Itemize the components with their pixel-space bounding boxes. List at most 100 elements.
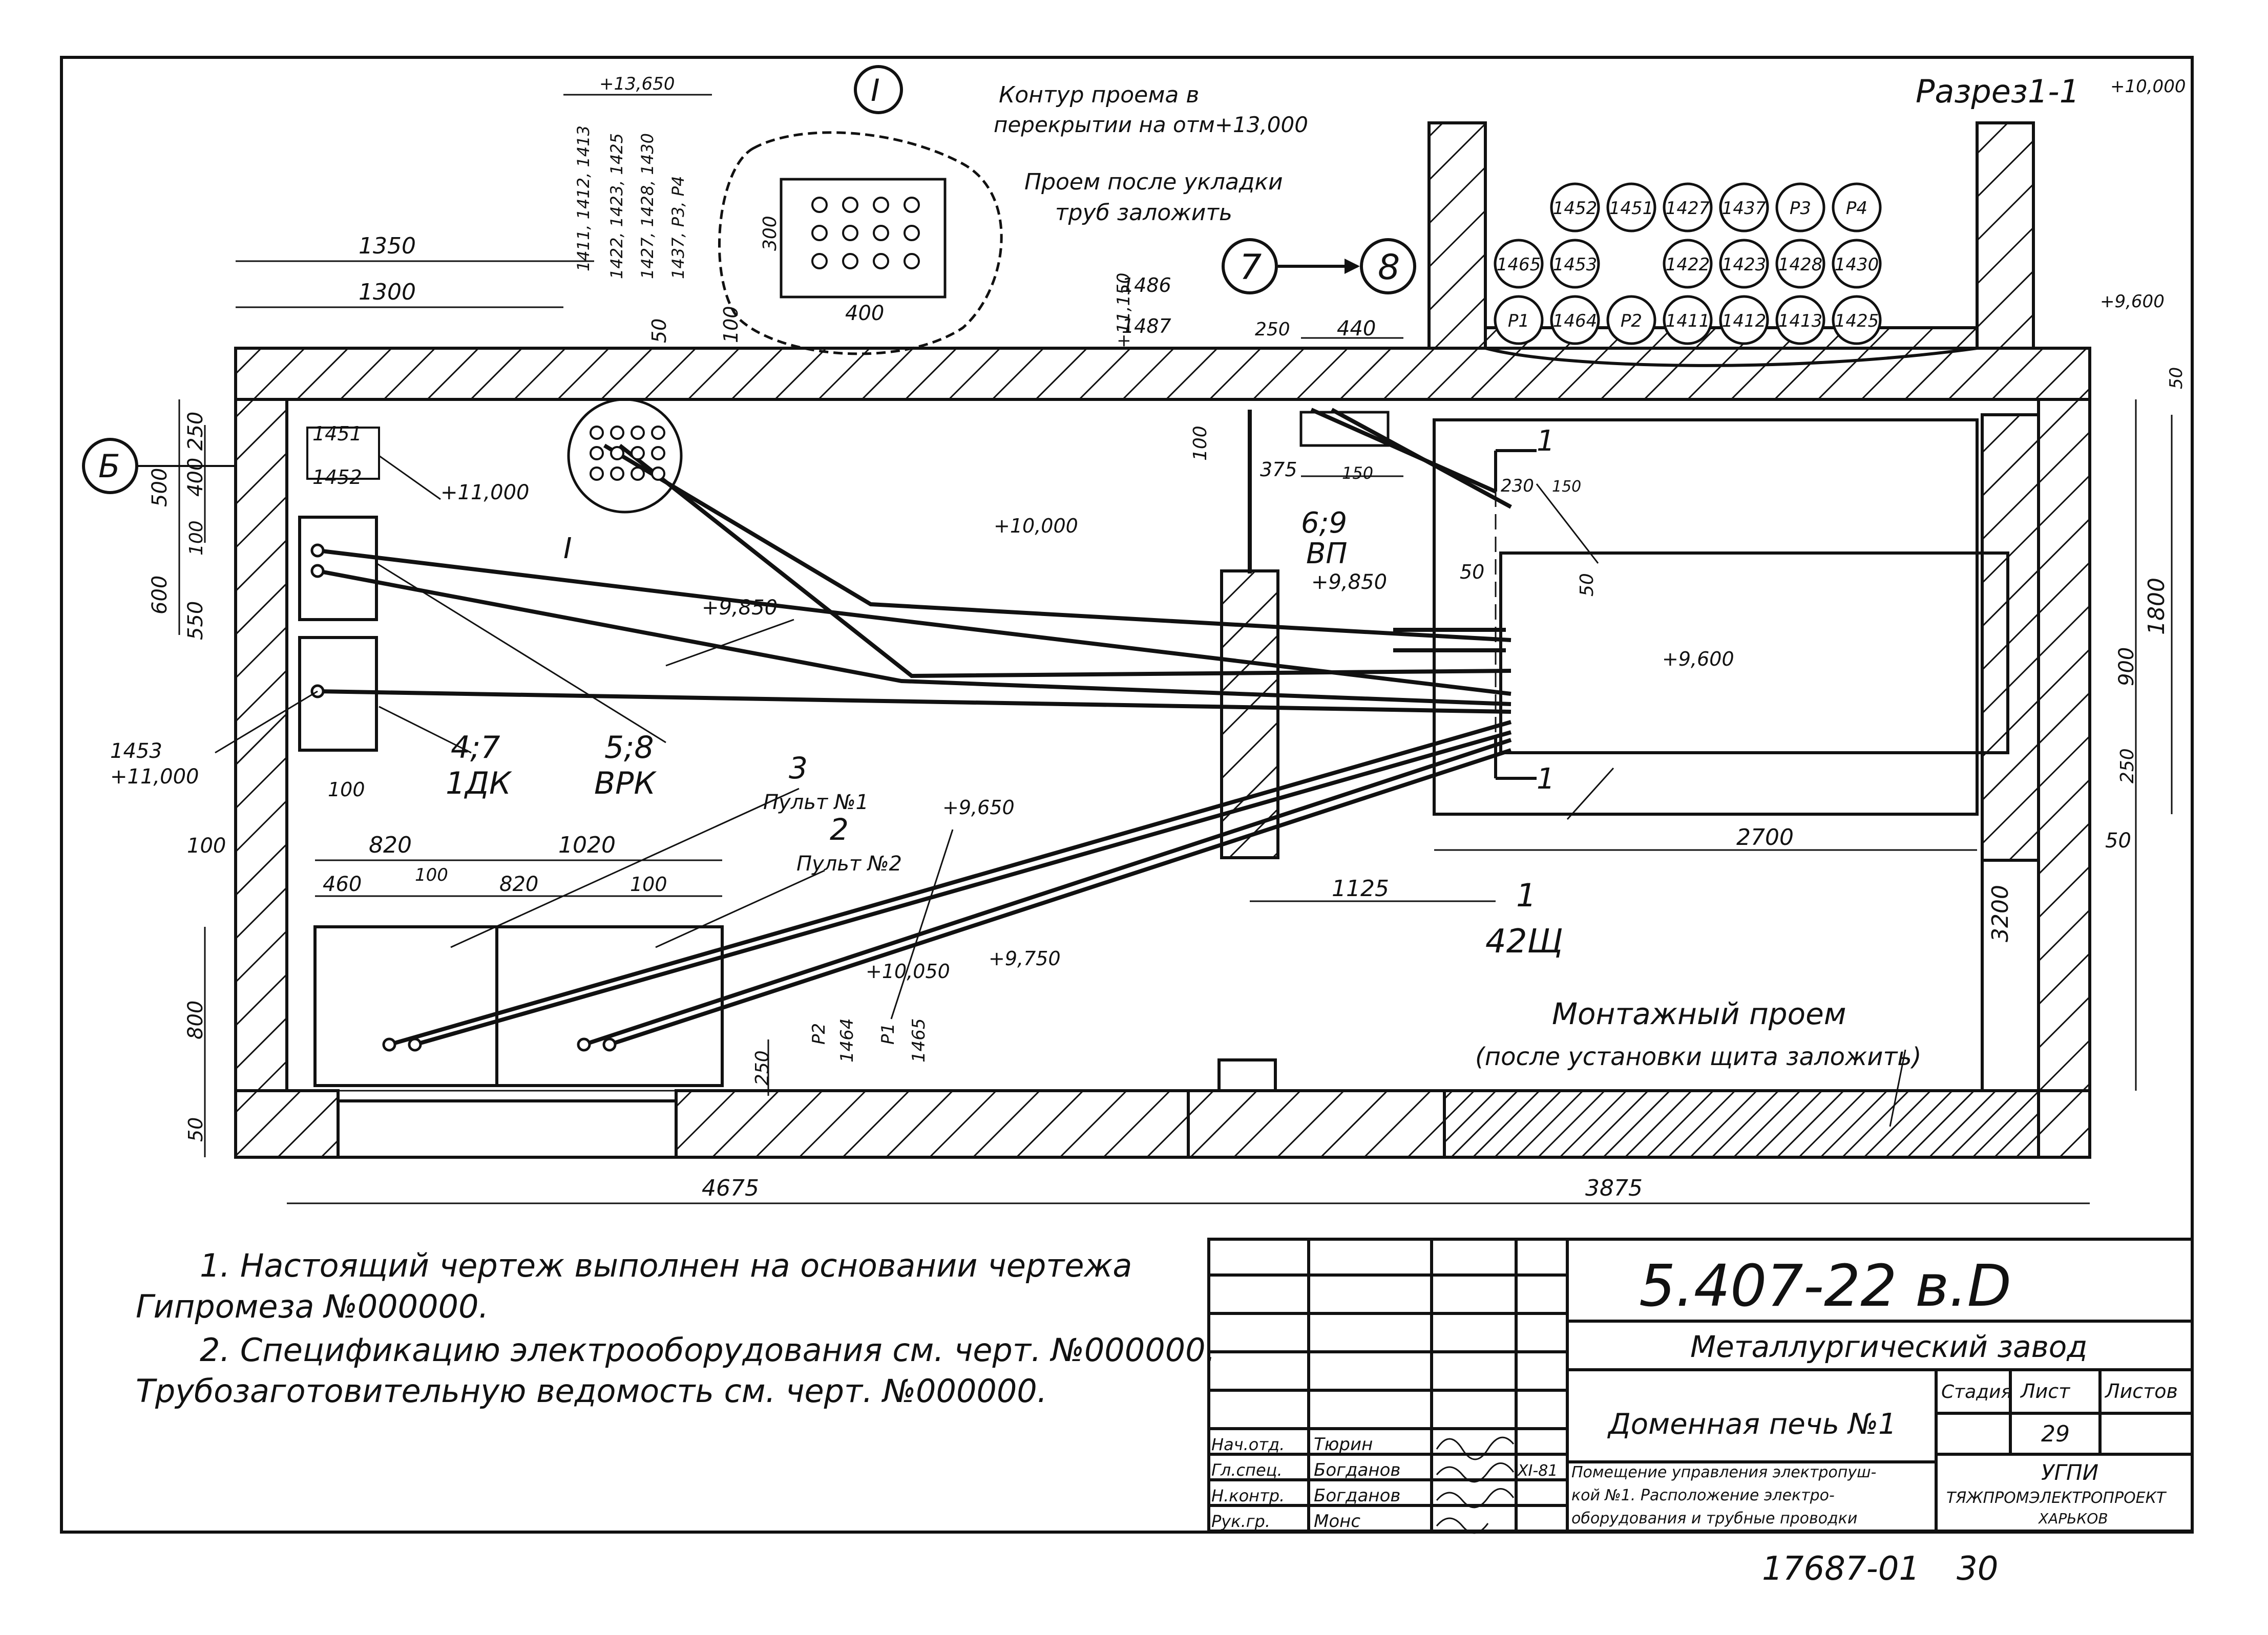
dim-1800: 1800 — [2144, 578, 2170, 635]
desc-line-1: Помещение управления электропуш- — [1571, 1463, 1876, 1481]
pipe-label-1451: 1451 — [312, 422, 362, 445]
section-bubble — [1550, 182, 1600, 232]
elev-9600-room: +9,600 — [1662, 648, 1734, 670]
page-number: 30 — [1957, 1550, 1998, 1588]
dim-4675: 4675 — [702, 1175, 759, 1201]
dim-230: 230 — [1501, 476, 1534, 496]
elev-9650: +9,650 — [942, 796, 1015, 819]
callout-8 — [1360, 238, 1416, 294]
elev-11000-a: +11,000 — [440, 481, 529, 504]
dim-300-detail: 300 — [760, 216, 781, 251]
dim-900: 900 — [2115, 647, 2138, 686]
equipment-vrk: ВРК — [594, 766, 657, 801]
stage-header: Стадия — [1941, 1382, 2012, 1403]
equipment-1: 1 — [1516, 877, 1536, 914]
dim-1350: 1350 — [359, 233, 416, 259]
dimension-lines — [178, 94, 2173, 1204]
elev-11150: +11,150 — [1114, 273, 1134, 348]
panel-42sch-inner — [1499, 551, 2009, 754]
section-bubble-label: 1452 — [1553, 198, 1598, 219]
section-bubble-label: 1413 — [1778, 311, 1823, 331]
cabinet-vrk — [298, 516, 378, 621]
detail-marker-plan: I — [563, 532, 572, 565]
elev-10000-room: +10,000 — [994, 515, 1078, 537]
section-bubble — [1832, 182, 1882, 232]
section-bubble — [1663, 182, 1713, 232]
dim-3200: 3200 — [1987, 885, 2013, 942]
opening-label: Монтажный проем — [1552, 996, 1846, 1031]
role-4: Рук.гр. — [1211, 1512, 1270, 1531]
section-bubble-label: 1437 — [1722, 198, 1767, 219]
section-mark-bottom: 1 — [1537, 762, 1555, 796]
section-marks — [1494, 449, 1537, 780]
title-block-frame — [1207, 1238, 2194, 1533]
callout-7 — [1222, 238, 1278, 294]
pipe-label-1486: 1486 — [1122, 274, 1171, 296]
section-bubble — [1550, 295, 1600, 345]
pult-2-label: Пульт №2 — [796, 852, 902, 876]
name-4: Монс — [1314, 1511, 1360, 1532]
pipe-label-1487: 1487 — [1122, 315, 1171, 337]
role-3: Н.контр. — [1211, 1486, 1285, 1505]
section-bubble — [1663, 295, 1713, 345]
section-bubble — [1606, 182, 1656, 232]
dim-150-right: 150 — [1552, 478, 1581, 496]
detail-note-1b: перекрытии на отм+13,000 — [994, 112, 1308, 137]
section-bubble-label: P2 — [1621, 311, 1642, 331]
dim-50-right-bottom: 50 — [2105, 829, 2131, 853]
detail-note-2b: труб заложить — [1055, 200, 1232, 226]
note-line-1: 1. Настоящий чертеж выполнен на основани… — [200, 1247, 1132, 1284]
org-line-1: УГПИ — [2041, 1460, 2098, 1485]
dim-800: 800 — [184, 1001, 207, 1039]
equipment-42sch: 42Щ — [1485, 923, 1563, 961]
section-mark-top: 1 — [1537, 424, 1555, 458]
sheets-header: Листов — [2104, 1380, 2178, 1403]
pipe-label-p1: P1 — [878, 1023, 898, 1045]
console-2 — [495, 925, 724, 1087]
elev-11000-b: +11,000 — [110, 765, 199, 789]
pipe-label-v1: 1411, 1412, 1413 — [574, 125, 593, 271]
name-2: Богданов — [1314, 1460, 1400, 1480]
equipment-2: 2 — [830, 812, 849, 847]
dim-500-left: 500 — [148, 468, 172, 507]
dim-100-console-b: 100 — [630, 873, 667, 896]
desc-line-3: оборудования и трубные проводки — [1571, 1510, 1857, 1527]
dim-250-right: 250 — [2117, 748, 2138, 783]
elev-9850-b: +9,850 — [1311, 570, 1387, 594]
org-line-3: ХАРЬКОВ — [2038, 1510, 2108, 1527]
section-bubble-label: P4 — [1846, 198, 1867, 219]
plan-walls — [234, 347, 2091, 1159]
equipment-3: 3 — [789, 751, 808, 785]
box-vp — [1299, 411, 1390, 447]
dim-50-right-b: 50 — [1577, 573, 1598, 597]
section-bubble-label: P3 — [1790, 198, 1811, 219]
detail-circle-plan — [567, 398, 683, 514]
note-line-4: Трубозаготовительную ведомость см. черт.… — [136, 1372, 1047, 1410]
archive-number: 17687-01 — [1762, 1550, 1920, 1588]
plant-name: Металлургический завод — [1690, 1329, 2087, 1364]
section-bubble — [1832, 295, 1882, 345]
dim-440: 440 — [1337, 317, 1376, 341]
section-bubble-label: 1411 — [1666, 311, 1710, 331]
pipe-label-v3: 1427, 1428, 1430 — [638, 133, 657, 279]
dim-250-vp: 250 — [1255, 319, 1290, 340]
section-bubble — [1775, 182, 1825, 232]
callout-arrow-head — [1345, 259, 1360, 274]
box-1451 — [306, 427, 380, 480]
dim-820-a: 820 — [369, 832, 412, 858]
equipment-5-8: 5;8 — [604, 730, 654, 766]
doc-code: 5.407-22 в.D — [1639, 1253, 2011, 1320]
dim-1300: 1300 — [359, 279, 416, 305]
dim-400-detail: 400 — [845, 302, 884, 325]
dim-250-top: 250 — [184, 412, 207, 451]
sheet-number: 29 — [2041, 1421, 2070, 1447]
pipe-label-p2: P2 — [809, 1023, 829, 1045]
object-name: Доменная печь №1 — [1607, 1408, 1897, 1441]
console-1 — [313, 925, 498, 1087]
elev-10050: +10,050 — [866, 960, 950, 983]
callout-detail-I — [854, 65, 903, 114]
note-line-2: Гипромеза №000000. — [136, 1288, 489, 1325]
